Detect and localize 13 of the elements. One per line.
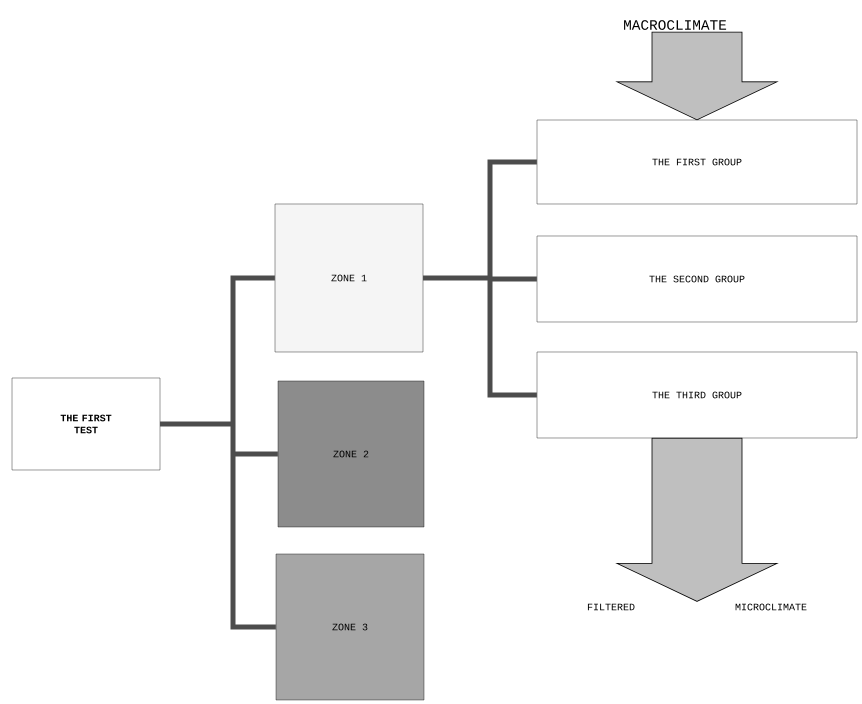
outcome-text: FILTERED MICROCLIMATE — [588, 604, 806, 610]
zone-box: ZONE 2 — [278, 380, 424, 528]
group-box: THE FIRST GROUP — [536, 120, 858, 204]
group-box: THE SECOND GROUP — [536, 236, 858, 322]
test-box: THE FIRST TEST — [12, 378, 160, 470]
heading-text: MACROCLIMATE — [624, 20, 726, 30]
hatched-connector — [423, 276, 537, 398]
zone-box: ZONE 1 — [274, 204, 424, 352]
zone-box: ZONE 3 — [276, 554, 424, 700]
block-arrow — [615, 438, 779, 602]
hatched-connector — [160, 422, 276, 630]
block-arrow — [615, 32, 779, 120]
group-box: THE THIRD GROUP — [536, 352, 858, 438]
